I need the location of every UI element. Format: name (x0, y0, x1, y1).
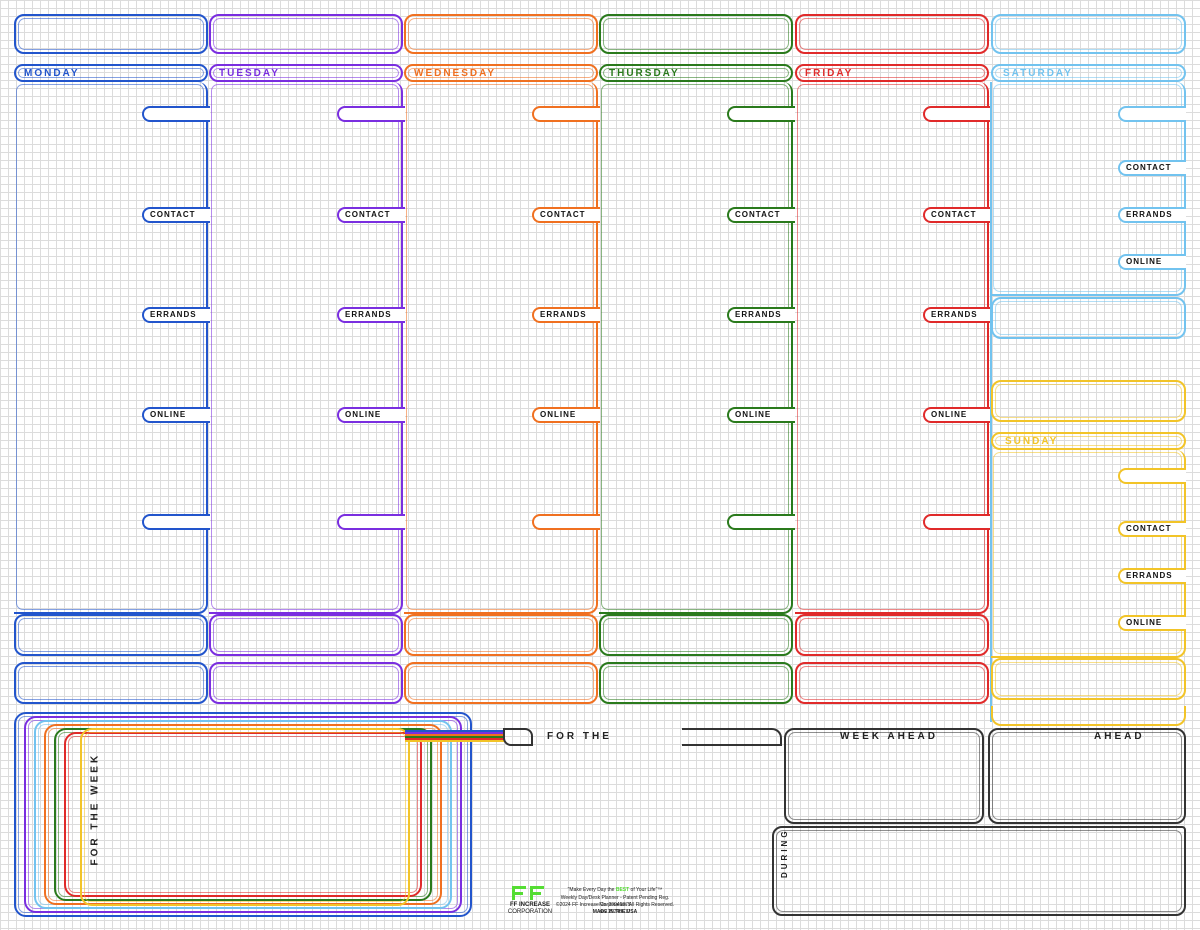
friday-footer-box-1[interactable] (795, 614, 989, 656)
wednesday-header-box[interactable] (404, 14, 598, 54)
wednesday-label-bar (404, 64, 598, 82)
saturday-tag-online: ONLINE (1118, 254, 1186, 270)
wednesday-tag-contact: CONTACT (532, 207, 600, 223)
week-ahead-label: WEEK AHEAD (840, 731, 938, 742)
friday-label-bar (795, 64, 989, 82)
tuesday-tag-online: ONLINE (337, 407, 405, 423)
thursday-footer-box-2[interactable] (599, 662, 793, 704)
friday-header-box[interactable] (795, 14, 989, 54)
sunday-tag-online: ONLINE (1118, 615, 1186, 631)
friday-footer-box-2[interactable] (795, 662, 989, 704)
thursday-tag-online: ONLINE (727, 407, 795, 423)
sunday-tag-errands: ERRANDS (1118, 568, 1186, 584)
slogan-best: BEST (615, 887, 630, 893)
tuesday-footer-box-2[interactable] (209, 662, 403, 704)
copyright-line: ©2024 FF Increase Corporation. All Right… (555, 902, 675, 915)
thursday-tag-errands: ERRANDS (727, 307, 795, 323)
wednesday-footer-box-1[interactable] (404, 614, 598, 656)
made-in-usa: MADE IN THE USA (592, 909, 638, 915)
ahead-label: AHEAD (1094, 731, 1145, 742)
monday-footer-box-1[interactable] (14, 614, 208, 656)
patent-line: Weekly Day/Desk Planner - Patent Pending… (560, 895, 670, 908)
saturday-label-bar (991, 64, 1186, 82)
for-the-connector-right (682, 728, 782, 746)
tuesday-tag-contact: CONTACT (337, 207, 405, 223)
thursday-footer-box-1[interactable] (599, 614, 793, 656)
week-ahead-box-right[interactable] (988, 728, 1186, 824)
monday-notch-bottom (142, 514, 210, 530)
slogan-pre: "Make Every Day the (567, 887, 616, 893)
slogan-post: of Your Life"™ (629, 887, 663, 893)
thursday-label: THURSDAY (609, 68, 680, 79)
wednesday-main-box[interactable] (404, 82, 598, 614)
week-connector-lines (405, 730, 505, 742)
tuesday-header-box[interactable] (209, 14, 403, 54)
during-box[interactable] (772, 826, 1186, 916)
thursday-label-bar (599, 64, 793, 82)
logo-name: FF INCREASE (509, 902, 550, 908)
sunday-header-box[interactable] (991, 380, 1186, 422)
friday-tag-errands: ERRANDS (923, 307, 991, 323)
wednesday-tag-online: ONLINE (532, 407, 600, 423)
wednesday-tag-errands: ERRANDS (532, 307, 600, 323)
friday-main-box[interactable] (795, 82, 989, 614)
monday-footer-box-2[interactable] (14, 662, 208, 704)
week-ahead-box-left[interactable] (784, 728, 984, 824)
saturday-tag-errands: ERRANDS (1118, 207, 1186, 223)
slogan: "Make Every Day the BEST of Your Life"™ (560, 887, 670, 894)
thursday-main-box[interactable] (599, 82, 793, 614)
monday-label: MONDAY (24, 68, 80, 79)
sunday-main-box[interactable] (991, 450, 1186, 658)
wednesday-footer-box-2[interactable] (404, 662, 598, 704)
monday-tag-errands: ERRANDS (142, 307, 210, 323)
tuesday-label-bar (209, 64, 403, 82)
friday-label: FRIDAY (805, 68, 854, 79)
sunday-label: SUNDAY (1005, 436, 1059, 447)
friday-tag-contact: CONTACT (923, 207, 991, 223)
monday-tag-online: ONLINE (142, 407, 210, 423)
friday-tag-online: ONLINE (923, 407, 991, 423)
thursday-notch-top (727, 106, 795, 122)
saturday-header-box[interactable] (991, 14, 1186, 54)
during-label: DURING (780, 828, 789, 878)
tuesday-label: TUESDAY (219, 68, 280, 79)
friday-notch-top (923, 106, 991, 122)
monday-notch-top (142, 106, 210, 122)
tuesday-footer-box-1[interactable] (209, 614, 403, 656)
for-the-label: FOR THE (547, 731, 612, 742)
logo-sub: CORPORATION (507, 909, 553, 915)
saturday-notch-top (1118, 106, 1186, 122)
monday-tag-contact: CONTACT (142, 207, 210, 223)
saturday-main-box[interactable] (991, 82, 1186, 296)
week-loop-sunday (80, 728, 410, 906)
wednesday-notch-top (532, 106, 600, 122)
thursday-tag-contact: CONTACT (727, 207, 795, 223)
tuesday-notch-bottom (337, 514, 405, 530)
logo-icon (512, 886, 546, 900)
tuesday-tag-errands: ERRANDS (337, 307, 405, 323)
week-loop-friday (64, 732, 422, 897)
for-the-week-label: FOR THE WEEK (89, 752, 101, 866)
saturday-footer-box[interactable] (991, 297, 1186, 339)
tuesday-main-box[interactable] (209, 82, 403, 614)
tuesday-notch-top (337, 106, 405, 122)
thursday-header-box[interactable] (599, 14, 793, 54)
saturday-label: SATURDAY (1003, 68, 1073, 79)
monday-label-bar (14, 64, 208, 82)
monday-main-box[interactable] (14, 82, 208, 614)
wednesday-label: WEDNESDAY (414, 68, 497, 79)
friday-notch-bottom (923, 514, 991, 530)
sunday-bottom-strip (991, 706, 1186, 726)
for-the-connector-left (503, 728, 533, 746)
saturday-tag-contact: CONTACT (1118, 160, 1186, 176)
sunday-tag-contact: CONTACT (1118, 521, 1186, 537)
sunday-label-bar (991, 432, 1186, 450)
sunday-footer-box[interactable] (991, 658, 1186, 700)
sunday-notch-top (1118, 468, 1186, 484)
thursday-notch-bottom (727, 514, 795, 530)
monday-header-box[interactable] (14, 14, 208, 54)
wednesday-notch-bottom (532, 514, 600, 530)
